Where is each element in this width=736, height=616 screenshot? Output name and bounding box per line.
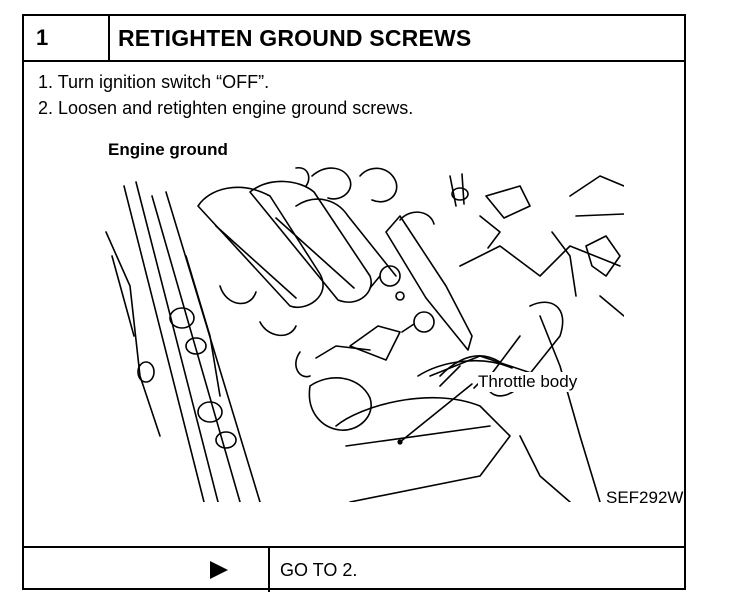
engine-ground-label: Engine ground <box>108 140 230 160</box>
arrow-cell <box>24 548 270 592</box>
instruction-item-2: 2. Loosen and retighten engine ground sc… <box>38 98 414 118</box>
instruction-list: 1. Turn ignition switch “OFF”. 2. Loosen… <box>38 69 413 121</box>
engine-illustration <box>105 167 624 502</box>
step-footer: GO TO 2. <box>24 546 684 592</box>
step-number: 1 <box>24 16 110 60</box>
throttle-body-label: Throttle body <box>478 372 578 392</box>
go-to-step-link[interactable]: GO TO 2. <box>280 560 358 580</box>
step-title: RETIGHTEN GROUND SCREWS <box>118 25 472 51</box>
instruction-item-1: 1. Turn ignition switch “OFF”. <box>38 72 270 92</box>
figure-code: SEF292W <box>606 488 684 507</box>
step-box: 1 RETIGHTEN GROUND SCREWS 1. Turn igniti… <box>22 14 686 592</box>
step-header: 1 RETIGHTEN GROUND SCREWS <box>24 16 684 62</box>
play-arrow-icon <box>210 561 228 579</box>
